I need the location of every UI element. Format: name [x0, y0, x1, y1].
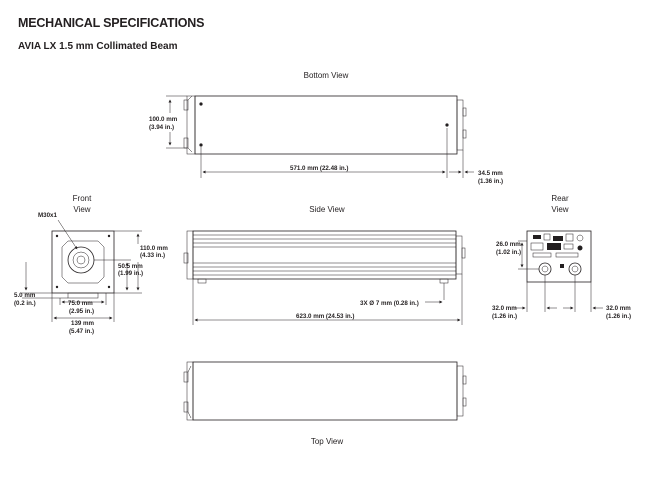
rear-view-label-2: View [551, 205, 569, 214]
bottom-view-drawing: 100.0 mm (3.94 in.) 571.0 mm (22.48 in.)… [149, 95, 503, 185]
mount-hole [199, 102, 203, 106]
bottom-view-label: Bottom View [303, 71, 349, 80]
rear-right-dim: 32.0 mm [606, 305, 631, 312]
rear-left-dim: 32.0 mm [492, 305, 517, 312]
rear-left-dim-in: (1.26 in.) [492, 313, 517, 320]
side-view-label: Side View [309, 205, 345, 214]
front-h1-dim-in: (4.33 in.) [140, 252, 165, 259]
rear-plate [526, 230, 592, 283]
rear-h-dim-in: (1.02 in.) [496, 249, 521, 256]
bottom-length-dim: 571.0 mm (22.48 in.) [290, 165, 348, 172]
side-holes-dim: 3X Ø 7 mm (0.28 in.) [360, 300, 419, 307]
rear-right-dim-in: (1.26 in.) [606, 313, 631, 320]
top-body [192, 361, 458, 421]
front-w2-dim: 139 mm [71, 320, 95, 327]
front-base-dim-in: (0.2 in.) [14, 300, 36, 307]
front-h1-dim: 110.0 mm [140, 245, 168, 252]
page-title: MECHANICAL SPECIFICATIONS [18, 16, 205, 30]
front-h2-dim-in: (1.99 in.) [118, 270, 143, 277]
mount-hole [199, 143, 203, 147]
front-h2-dim: 50.5 mm [118, 263, 143, 270]
side-body [192, 230, 457, 280]
bottom-offset-dim-in: (1.36 in.) [478, 178, 503, 185]
rear-view-label-1: Rear [551, 194, 569, 203]
page-subtitle: AVIA LX 1.5 mm Collimated Beam [18, 41, 178, 52]
rear-h-dim: 26.0 mm [496, 241, 521, 248]
front-view-drawing: M30x1 110.0 mm (4.33 in.) 50.5 mm (1.99 … [14, 212, 168, 335]
bottom-body [194, 95, 458, 155]
bottom-offset-dim: 34.5 mm [478, 170, 503, 177]
side-view-drawing: 3X Ø 7 mm (0.28 in.) 623.0 mm (24.53 in.… [183, 230, 466, 325]
bottom-height-dim-in: (3.94 in.) [149, 124, 174, 131]
front-base-dim: 5.0 mm [14, 292, 36, 299]
mount-hole [445, 123, 449, 127]
top-view-label: Top View [310, 437, 344, 446]
front-plate [51, 230, 115, 294]
rear-view-drawing: 26.0 mm (1.02 in.) 32.0 mm (1.26 in.) 32… [492, 230, 631, 320]
top-view-drawing [183, 361, 467, 421]
front-view-label-1: Front [72, 194, 92, 203]
bottom-height-dim: 100.0 mm [149, 116, 178, 123]
front-w1-dim-in: (2.95 in.) [69, 308, 94, 315]
side-length-dim: 623.0 mm (24.53 in.) [296, 313, 354, 320]
thread-label: M30x1 [38, 212, 57, 219]
front-w2-dim-in: (5.47 in.) [69, 328, 94, 335]
front-w1-dim: 75.0 mm [68, 300, 93, 307]
front-view-label-2: View [73, 205, 91, 214]
